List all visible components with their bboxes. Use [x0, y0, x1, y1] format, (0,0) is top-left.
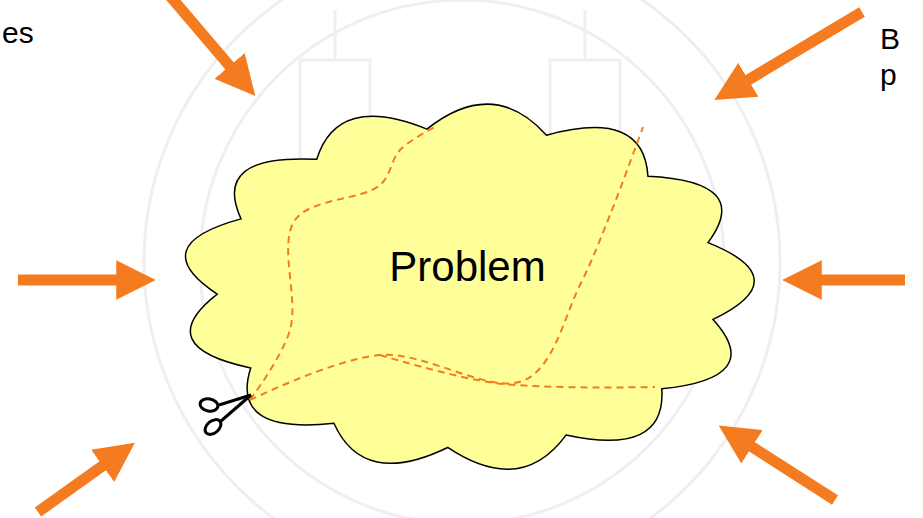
- cloud-label: Problem: [195, 243, 740, 291]
- scissors-icon: [199, 395, 251, 437]
- cloud-shape: [185, 104, 754, 469]
- edge-text-fragment: p: [880, 58, 897, 91]
- inward-arrows: [18, 0, 905, 512]
- edge-text-fragment: es: [2, 16, 34, 49]
- cut-line: [380, 355, 655, 387]
- edge-text-fragment: B: [880, 22, 900, 55]
- seal-rings: [144, 0, 780, 518]
- problem-cloud: Problem: [195, 105, 740, 470]
